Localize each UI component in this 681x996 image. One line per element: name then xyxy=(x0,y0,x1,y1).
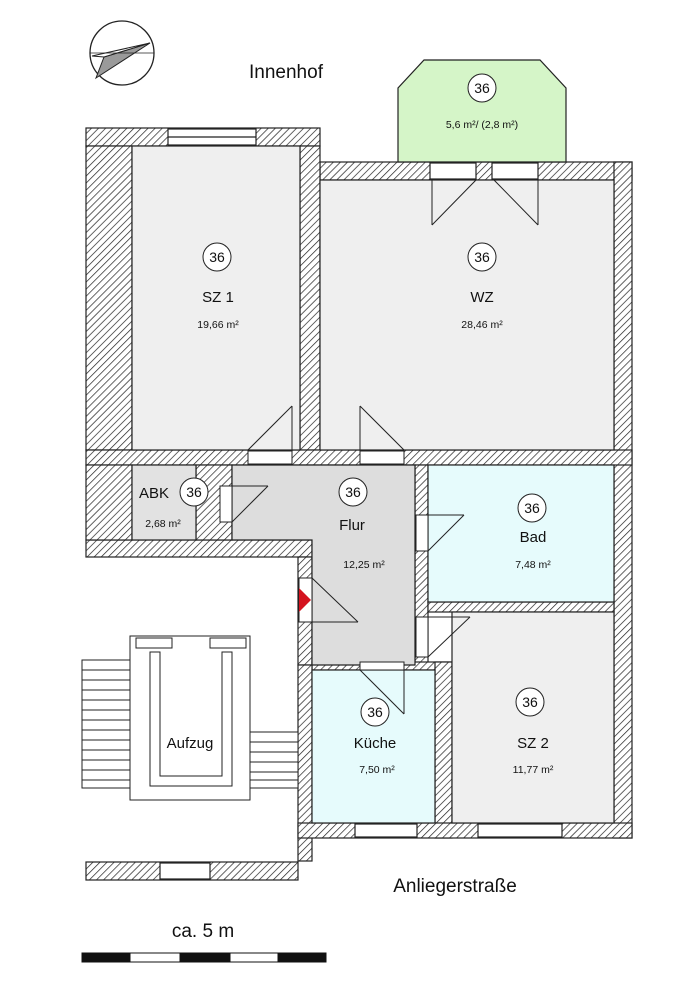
scale-bar xyxy=(81,952,327,963)
room-number-badges xyxy=(179,73,547,727)
entrance-marker-icon xyxy=(299,588,311,612)
balcony-number: 36 xyxy=(474,80,490,96)
stairs-right xyxy=(249,731,299,789)
window-wz-right xyxy=(491,162,539,180)
bad-name: Bad xyxy=(520,529,547,546)
scale-label: ca. 5 m xyxy=(172,921,234,942)
room-kueche xyxy=(311,669,436,824)
wz-name: WZ xyxy=(470,289,493,306)
stairwell xyxy=(81,635,299,801)
badge-abk xyxy=(179,477,209,507)
sz2-number: 36 xyxy=(522,694,538,710)
wall-right xyxy=(613,161,633,839)
wall-kitchen-sz2 xyxy=(434,661,453,839)
room-sz1 xyxy=(131,145,301,451)
badge-flur xyxy=(338,477,368,507)
badge-sz1 xyxy=(202,242,232,272)
window-wz-left xyxy=(429,162,477,180)
sz1-number: 36 xyxy=(209,249,225,265)
street-label: Anliegerstraße xyxy=(393,876,517,897)
elevator-label: Aufzug xyxy=(167,735,214,752)
sz1-name: SZ 1 xyxy=(202,289,234,306)
kueche-number: 36 xyxy=(367,704,383,720)
kueche-area: 7,50 m² xyxy=(359,764,395,776)
sz1-area: 19,66 m² xyxy=(197,319,239,331)
stairs-left xyxy=(81,659,131,789)
wz-number: 36 xyxy=(474,249,490,265)
abk-name: ABK xyxy=(139,485,169,502)
abk-area: 2,68 m² xyxy=(145,518,181,530)
sz2-name: SZ 2 xyxy=(517,735,549,752)
room-bad xyxy=(427,464,615,603)
room-flur xyxy=(231,464,416,666)
badge-kueche xyxy=(360,697,390,727)
wall-bad-sz2 xyxy=(427,601,615,613)
bad-area: 7,48 m² xyxy=(515,559,551,571)
balcony-area xyxy=(397,59,567,163)
courtyard-label: Innenhof xyxy=(249,62,324,83)
window-kueche xyxy=(354,823,418,838)
doors xyxy=(219,179,539,715)
window-sz2 xyxy=(477,823,563,838)
badge-bad xyxy=(517,493,547,523)
sz2-area: 11,77 m² xyxy=(513,764,554,776)
badge-wz xyxy=(467,242,497,272)
bad-number: 36 xyxy=(524,500,540,516)
wall-bottom xyxy=(297,822,633,839)
room-sz2 xyxy=(451,611,615,824)
balcony-area-text: 5,6 m²/ (2,8 m²) xyxy=(446,119,518,131)
badge-sz2 xyxy=(515,687,545,717)
flur-name: Flur xyxy=(339,517,365,534)
wall-middle xyxy=(85,449,633,466)
abk-number: 36 xyxy=(186,484,202,500)
badge-balcony xyxy=(467,73,497,103)
flur-number: 36 xyxy=(345,484,361,500)
wall-left-lower xyxy=(85,464,133,541)
room-wz xyxy=(319,179,615,451)
wz-area: 28,46 m² xyxy=(461,319,503,331)
wall-lower-left xyxy=(85,539,313,558)
compass-icon xyxy=(89,20,155,86)
wall-sz1-wz xyxy=(299,145,321,451)
flur-area: 12,25 m² xyxy=(343,559,385,571)
windows xyxy=(159,128,563,880)
kueche-name: Küche xyxy=(354,735,397,752)
wall-left-upper xyxy=(85,145,133,451)
window-stair xyxy=(159,862,211,880)
